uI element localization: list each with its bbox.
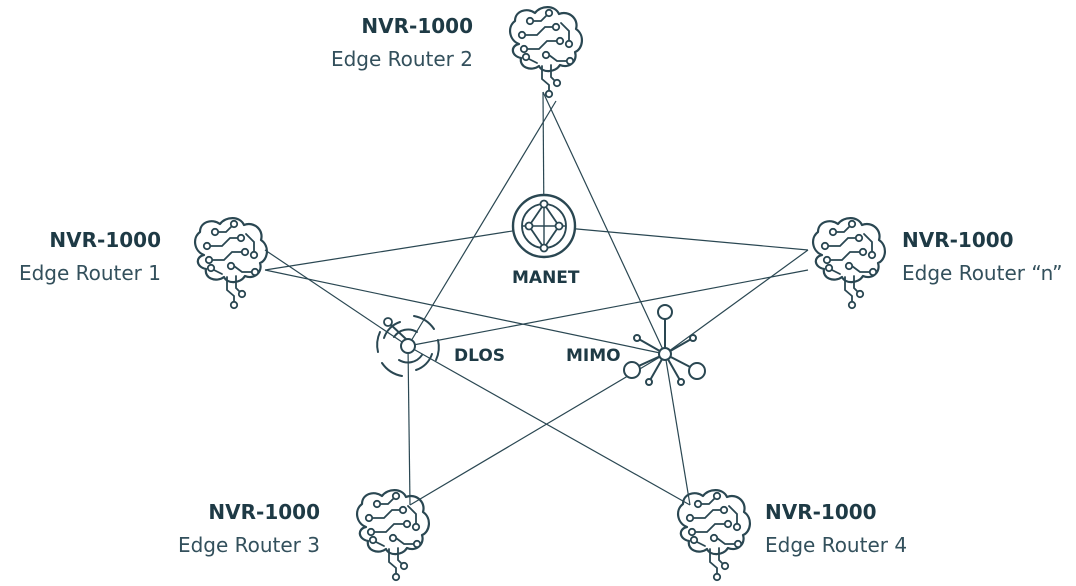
link-r2-mimo (542, 91, 666, 355)
radio-signal-icon (376, 315, 440, 377)
dlos-label: DLOS (454, 346, 506, 366)
router-model: NVR-1000 (49, 228, 161, 252)
globe-mesh-icon (511, 193, 577, 259)
link-r1-mimo (264, 269, 666, 355)
edge-router-1-icon (193, 217, 269, 310)
router-model: NVR-1000 (765, 500, 877, 524)
manet-label: MANET (512, 268, 580, 288)
hub-network-icon (623, 304, 706, 386)
edge-router-n-icon (811, 217, 887, 310)
connection-lines (264, 91, 809, 506)
router-name: Edge Router 3 (177, 533, 320, 557)
edge-router-2-icon (508, 6, 584, 99)
router-name: Edge Router 1 (18, 261, 161, 285)
router-name: Edge Router 4 (765, 533, 908, 557)
router-name: Edge Router 2 (330, 47, 473, 71)
link-rn-mimo (664, 249, 809, 355)
router-model: NVR-1000 (208, 500, 320, 524)
link-r1-manet (264, 225, 545, 271)
edge-router-4-icon (676, 489, 752, 582)
link-r4-dlos (407, 345, 691, 506)
router-model: NVR-1000 (361, 14, 473, 38)
link-r3-mimo (409, 353, 666, 506)
edge-router-3-icon (355, 489, 431, 582)
mimo-label: MIMO (566, 346, 621, 366)
link-rn-manet (543, 225, 809, 251)
link-rn-dlos (407, 269, 809, 347)
link-r3-dlos (407, 345, 411, 506)
link-r1-dlos (264, 249, 409, 347)
router-model: NVR-1000 (902, 228, 1014, 252)
link-r4-mimo (664, 353, 691, 506)
router-name: Edge Router “n” (902, 261, 1063, 285)
